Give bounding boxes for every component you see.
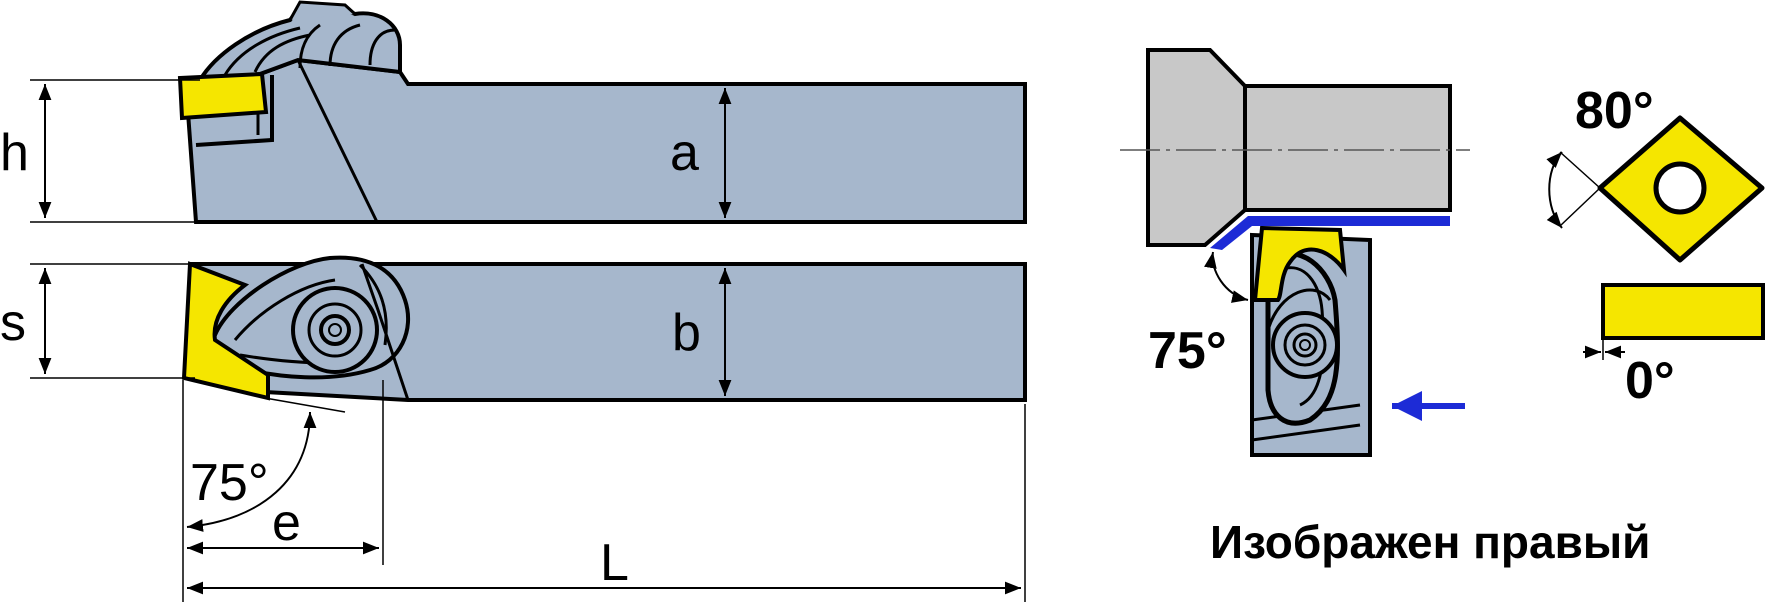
gray-holder-left	[1146, 48, 1247, 247]
label-angle-side: 75°	[1148, 322, 1227, 380]
bottom-insert	[181, 261, 270, 401]
dimension-e: e	[187, 380, 384, 565]
side-insert	[1252, 225, 1347, 302]
top-view	[177, 0, 1027, 224]
dimension-a: a	[670, 88, 732, 218]
label-angle-main: 75°	[190, 454, 269, 512]
side-view	[1120, 48, 1470, 457]
dimension-s: s	[0, 263, 195, 379]
gray-holder-right	[1243, 84, 1452, 212]
label-clearance-angle: 0°	[1625, 352, 1675, 410]
top-shank-body	[183, 57, 1027, 224]
dimension-L: L	[187, 404, 1026, 602]
angle-75-side: 75°	[1148, 251, 1249, 380]
label-h: h	[0, 124, 29, 182]
caption: Изображен правый	[1210, 516, 1650, 568]
angle-75-main: 75°	[182, 380, 346, 602]
blue-strip	[1210, 216, 1450, 250]
label-L: L	[600, 534, 629, 592]
dimension-b: b	[672, 268, 732, 396]
label-e: e	[272, 494, 301, 552]
insert-clearance-view: 0°	[1583, 283, 1765, 410]
top-insert	[177, 71, 269, 121]
label-a: a	[670, 124, 699, 182]
bottom-view	[181, 255, 1027, 402]
insert-shape-rhombic: 80°	[1546, 82, 1765, 263]
dimension-h: h	[0, 79, 200, 223]
label-b: b	[672, 304, 701, 362]
label-s: s	[0, 294, 26, 352]
label-insert-angle: 80°	[1575, 82, 1654, 140]
